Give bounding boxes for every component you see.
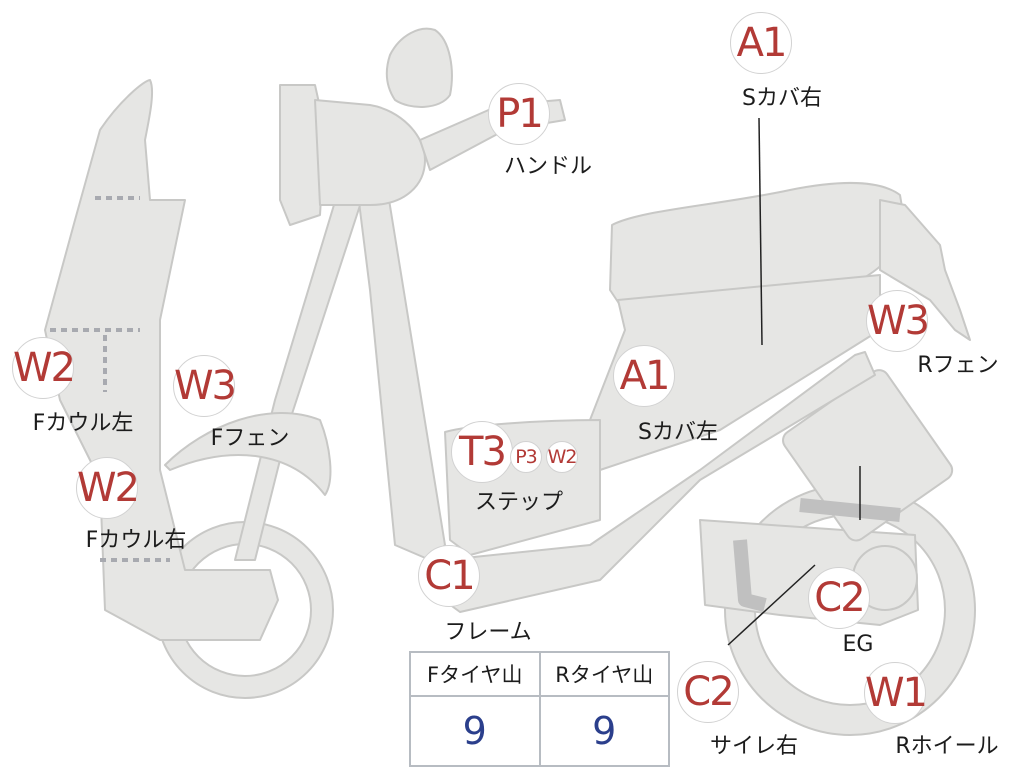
- label-silencer-right: サイレ右: [709, 734, 799, 759]
- grade-badge-engine: C2: [808, 567, 870, 629]
- mirror: [385, 27, 453, 108]
- rear-fender-shape: [879, 199, 971, 341]
- label-engine: EG: [842, 632, 874, 657]
- label-rear-wheel: Rホイール: [895, 734, 999, 759]
- grade-badge-front-cowl-right: W2: [76, 457, 140, 519]
- grade-badge-step-w2: W2: [546, 441, 578, 473]
- label-handle: ハンドル: [503, 154, 593, 179]
- front-fork: [234, 184, 366, 561]
- front-tire-header: Fタイヤ山: [409, 651, 541, 697]
- grade-badge-scover-right: A1: [730, 12, 792, 74]
- grade-badge-step-p3: P3: [510, 441, 542, 473]
- headlight-housing: [279, 84, 326, 226]
- label-scover-left: Sカバ左: [638, 420, 718, 445]
- tire-tread-table: Fタイヤ山 Rタイヤ山 9 9: [409, 651, 670, 767]
- front-fender-shape: [164, 412, 332, 496]
- tire-table-header-row: Fタイヤ山 Rタイヤ山: [409, 651, 670, 697]
- grade-badge-silencer-right: C2: [677, 661, 739, 723]
- down-tube: [354, 169, 446, 561]
- label-scover-right: Sカバ右: [742, 86, 822, 111]
- grade-badge-step: T3: [451, 421, 513, 483]
- grade-badge-front-fender: W3: [173, 355, 237, 417]
- label-front-fender: Fフェン: [210, 426, 290, 451]
- label-step: ステップ: [474, 490, 564, 515]
- grade-badge-handle: P1: [488, 83, 550, 145]
- rear-tire-value: 9: [538, 695, 670, 767]
- side-cover: [589, 274, 881, 471]
- grade-badge-front-cowl-left: W2: [12, 337, 76, 399]
- leader-scover-right: [758, 117, 763, 346]
- label-frame: フレーム: [444, 620, 532, 645]
- grade-badge-rear-fender: W3: [866, 290, 930, 352]
- label-front-cowl-right: Fカウル右: [85, 528, 187, 553]
- headlight-cover: [314, 99, 426, 206]
- grade-badge-scover-left: A1: [613, 345, 675, 407]
- rear-tire-header: Rタイヤ山: [538, 651, 670, 697]
- leader-silencer: [727, 564, 816, 646]
- exhaust-pipe: [799, 498, 901, 522]
- muffler-pipe: [733, 539, 767, 612]
- grade-badge-frame: C1: [418, 545, 480, 607]
- label-rear-fender: Rフェン: [917, 353, 999, 378]
- label-front-cowl-left: Fカウル左: [32, 411, 134, 436]
- front-tire-value: 9: [409, 695, 541, 767]
- grade-badge-rear-wheel: W1: [864, 662, 928, 724]
- tire-table-value-row: 9 9: [409, 695, 670, 767]
